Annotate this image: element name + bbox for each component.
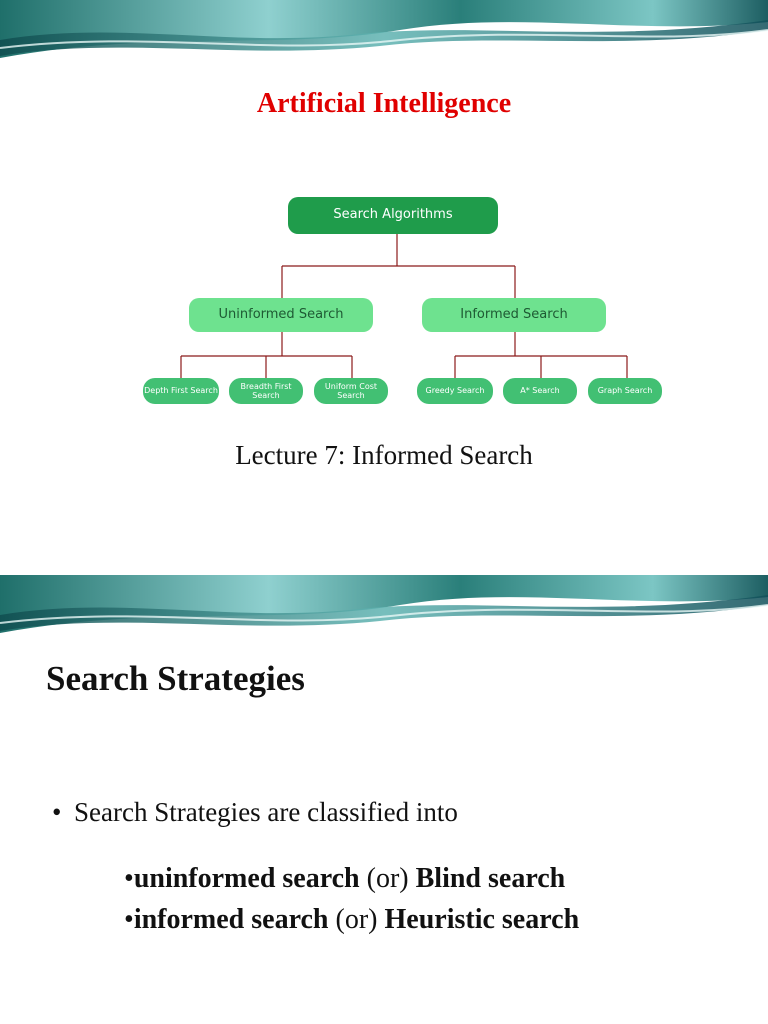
node-uninformed-search: Uninformed Search xyxy=(189,298,373,332)
lecture-subtitle: Lecture 7: Informed Search xyxy=(235,440,533,470)
term-informed-search: informed search xyxy=(133,904,329,935)
node-depth-first-search: Depth First Search xyxy=(143,378,219,404)
term-blind-search: Blind search xyxy=(415,863,566,894)
wave-banner xyxy=(0,0,768,58)
term-uninformed-search: uninformed search xyxy=(133,863,360,894)
node-graph-search: Graph Search xyxy=(588,378,662,404)
bullet-text: Search Strategies are classified into xyxy=(74,797,458,827)
search-algorithms-diagram: Search Algorithms Uninformed Search Info… xyxy=(0,190,768,420)
bullet-icon: • xyxy=(124,863,134,894)
node-greedy-search: Greedy Search xyxy=(417,378,493,404)
connector-lines xyxy=(180,234,628,378)
bullet-item: • Search Strategies are classified into xyxy=(52,797,458,828)
node-uniform-cost-search: Uniform Cost Search xyxy=(314,378,388,404)
wave-banner xyxy=(0,575,768,633)
slide-title: Artificial Intelligence xyxy=(256,88,512,119)
sub-bullet-informed: •informed search (or) Heuristic search xyxy=(124,904,579,936)
slide-title: Search Strategies xyxy=(46,659,305,698)
slide-1: Artificial Intelligence Search Algorithm… xyxy=(0,0,768,470)
node-search-algorithms: Search Algorithms xyxy=(288,197,498,234)
node-a-star-search: A* Search xyxy=(503,378,577,404)
slide-gap xyxy=(0,512,768,575)
bullet-icon: • xyxy=(52,797,62,827)
sub-bullet-uninformed: •uninformed search (or) Blind search xyxy=(124,863,565,895)
bullet-icon: • xyxy=(124,904,134,935)
term-heuristic-search: Heuristic search xyxy=(384,904,580,935)
or-text: (or) xyxy=(335,904,378,935)
node-informed-search: Informed Search xyxy=(422,298,606,332)
slide-2: Search Strategies • Search Strategies are… xyxy=(0,575,768,1024)
or-text: (or) xyxy=(366,863,409,894)
node-breadth-first-search: Breadth First Search xyxy=(229,378,303,404)
